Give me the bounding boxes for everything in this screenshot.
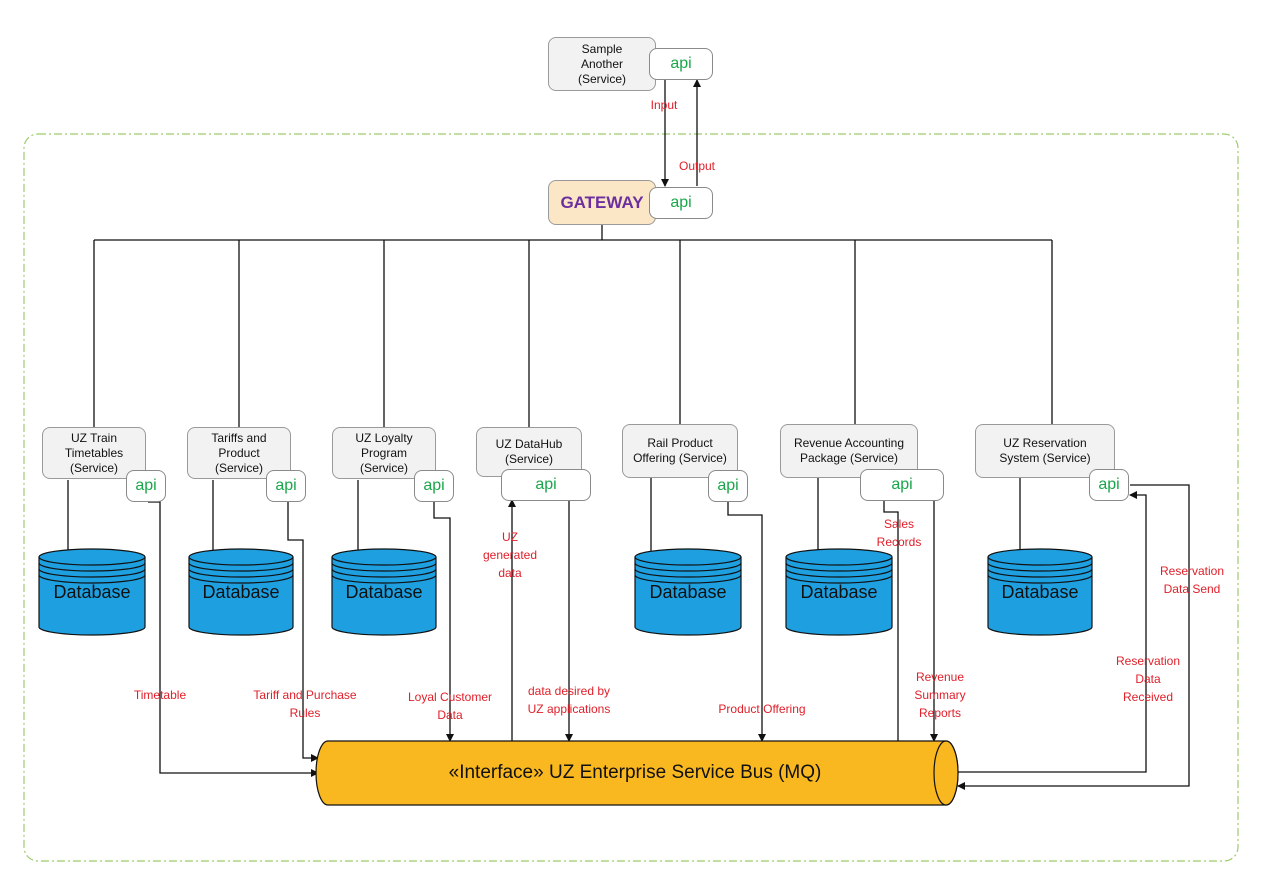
database-label-7: Database bbox=[1001, 582, 1079, 602]
reservation-send-flow bbox=[957, 484, 1190, 790]
gateway-api-badge[interactable]: api bbox=[649, 187, 713, 219]
input-label: Input bbox=[650, 98, 678, 112]
database-label-3: Database bbox=[345, 582, 423, 602]
reservation-received-label: Reservation Data Received bbox=[1115, 654, 1181, 704]
timetable-label: Timetable bbox=[133, 688, 187, 702]
api-badge-rail-product-offering[interactable]: api bbox=[708, 470, 748, 502]
uz-generated-label: UZ generated data bbox=[482, 530, 538, 580]
service-rail-product-offering[interactable]: Rail Product Offering (Service) bbox=[622, 424, 738, 478]
database-7 bbox=[987, 548, 1093, 636]
database-label-5: Database bbox=[649, 582, 727, 602]
gateway-box[interactable]: GATEWAY bbox=[548, 180, 656, 225]
revenue-summary-label: Revenue Summary Reports bbox=[914, 670, 966, 720]
tariff-label: Tariff and Purchase Rules bbox=[253, 688, 357, 720]
database-6 bbox=[785, 548, 893, 636]
db-connectors bbox=[67, 478, 1021, 552]
esb-cylinder bbox=[315, 740, 959, 806]
database-label-1: Database bbox=[53, 582, 131, 602]
loyal-label: Loyal Customer Data bbox=[407, 690, 493, 722]
api-badge-datahub[interactable]: api bbox=[501, 469, 591, 501]
timetable-flow bbox=[148, 501, 319, 777]
tariff-flow bbox=[287, 502, 319, 762]
loyal-flow bbox=[433, 502, 454, 742]
service-reservation-system[interactable]: UZ Reservation System (Service) bbox=[975, 424, 1115, 478]
external-api-badge[interactable]: api bbox=[649, 48, 713, 80]
api-badge-train-timetables[interactable]: api bbox=[126, 470, 166, 502]
database-1 bbox=[38, 548, 146, 636]
gateway-connectors bbox=[93, 225, 1053, 427]
external-service-box[interactable]: Sample Another (Service) bbox=[548, 37, 656, 91]
output-label: Output bbox=[678, 159, 716, 173]
api-badge-reservation-system[interactable]: api bbox=[1089, 469, 1129, 501]
api-badge-revenue-accounting[interactable]: api bbox=[860, 469, 944, 501]
reservation-send-label: Reservation Data Send bbox=[1159, 564, 1225, 596]
database-3 bbox=[331, 548, 437, 636]
service-revenue-accounting[interactable]: Revenue Accounting Package (Service) bbox=[780, 424, 918, 478]
database-label-6: Database bbox=[800, 582, 878, 602]
product-offering-label: Product Offering bbox=[718, 702, 806, 716]
esb-label[interactable]: «Interface» UZ Enterprise Service Bus (M… bbox=[448, 762, 822, 783]
api-badge-tariffs-product[interactable]: api bbox=[266, 470, 306, 502]
database-2 bbox=[188, 548, 294, 636]
product-offering-flow bbox=[727, 502, 766, 742]
reservation-received-flow bbox=[958, 491, 1147, 773]
api-badge-loyalty-program[interactable]: api bbox=[414, 470, 454, 502]
service-datahub[interactable]: UZ DataHub (Service) bbox=[476, 427, 582, 477]
database-label-2: Database bbox=[202, 582, 280, 602]
sales-records-label: Sales Records bbox=[876, 517, 922, 549]
data-desired-label: data desired by UZ applications bbox=[527, 684, 611, 716]
database-cylinders bbox=[38, 548, 1093, 636]
system-boundary bbox=[23, 133, 1239, 862]
database-5 bbox=[634, 548, 742, 636]
